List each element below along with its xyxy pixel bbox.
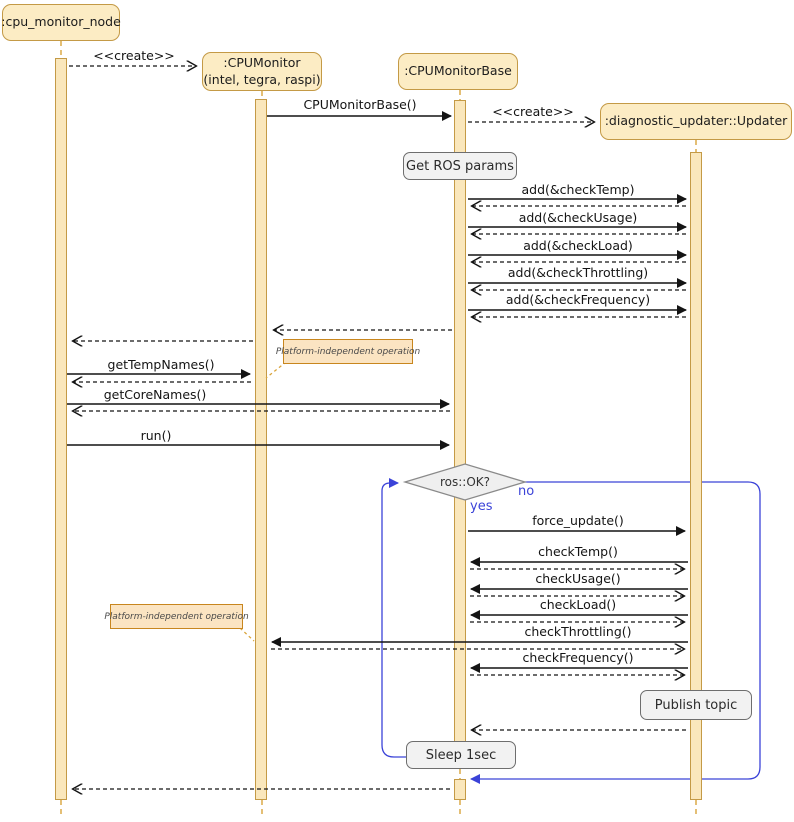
note-platform-independent-2: Platform-independent operation: [104, 604, 249, 629]
action-label: Get ROS params: [406, 158, 514, 174]
note-platform-independent-1: Platform-independent operation: [276, 339, 420, 364]
message-label-add-checkusage: add(&checkUsage): [518, 210, 638, 225]
participant-label: :CPUMonitor: [223, 55, 301, 71]
message-label-add-checktemp: add(&checkTemp): [521, 182, 635, 197]
action-label: Publish topic: [654, 697, 738, 713]
message-label-create-2: <<create>>: [492, 104, 574, 119]
note-connector-2: [239, 627, 255, 642]
message-label-cpumonitorbase: CPUMonitorBase(): [303, 97, 417, 112]
loop-no-label: no: [518, 484, 535, 499]
loop-condition-label: ros::OK?: [439, 475, 491, 489]
loop-frame-right: [470, 481, 761, 784]
participant-cpumonitor: :CPUMonitor (intel, tegra, raspi): [202, 52, 322, 91]
note-label: Platform-independent operation: [104, 611, 249, 622]
note-connector-1: [265, 361, 287, 379]
message-label-checkfrequency: checkFrequency(): [522, 650, 634, 665]
message-label-checkusage: checkUsage(): [535, 571, 621, 586]
message-label-gettempnames: getTempNames(): [107, 357, 215, 372]
participant-cpu-monitor-node: :cpu_monitor_node: [1, 4, 121, 41]
message-label-add-checkfrequency: add(&checkFrequency): [505, 292, 651, 307]
action-publish-topic: Publish topic: [640, 690, 752, 720]
activation-cpu-monitor-node: [55, 58, 67, 800]
action-get-ros-params: Get ROS params: [403, 152, 517, 180]
note-label: Platform-independent operation: [275, 346, 421, 357]
participant-diagnostic-updater: :diagnostic_updater::Updater: [600, 103, 792, 140]
action-label: Sleep 1sec: [425, 747, 497, 763]
message-label-checkthrottling: checkThrottling(): [524, 624, 632, 639]
participant-label: :diagnostic_updater::Updater: [604, 113, 788, 129]
action-sleep-1sec: Sleep 1sec: [406, 741, 516, 769]
message-label-force-update: force_update(): [532, 513, 624, 528]
participant-label: :CPUMonitorBase: [404, 63, 512, 79]
loop-yes-label: yes: [470, 499, 493, 514]
decision-diamond: [402, 463, 528, 501]
activation-cpumonitorbase-tail: [454, 779, 466, 800]
message-label-create-1: <<create>>: [93, 48, 175, 63]
loop-frame-left: [381, 478, 407, 758]
message-label-add-checkthrottling: add(&checkThrottling): [507, 265, 649, 280]
activation-cpumonitor: [255, 99, 267, 800]
message-label-add-checkload: add(&checkLoad): [523, 238, 633, 253]
message-label-checktemp: checkTemp(): [538, 544, 618, 559]
message-label-checkload: checkLoad(): [539, 597, 617, 612]
message-label-getcorenames: getCoreNames(): [103, 387, 207, 402]
activation-updater: [690, 152, 702, 800]
participant-sublabel: (intel, tegra, raspi): [203, 71, 321, 87]
message-label-run: run(): [140, 428, 172, 443]
participant-label: :cpu_monitor_node: [1, 14, 121, 30]
participant-cpumonitorbase: :CPUMonitorBase: [398, 53, 518, 90]
